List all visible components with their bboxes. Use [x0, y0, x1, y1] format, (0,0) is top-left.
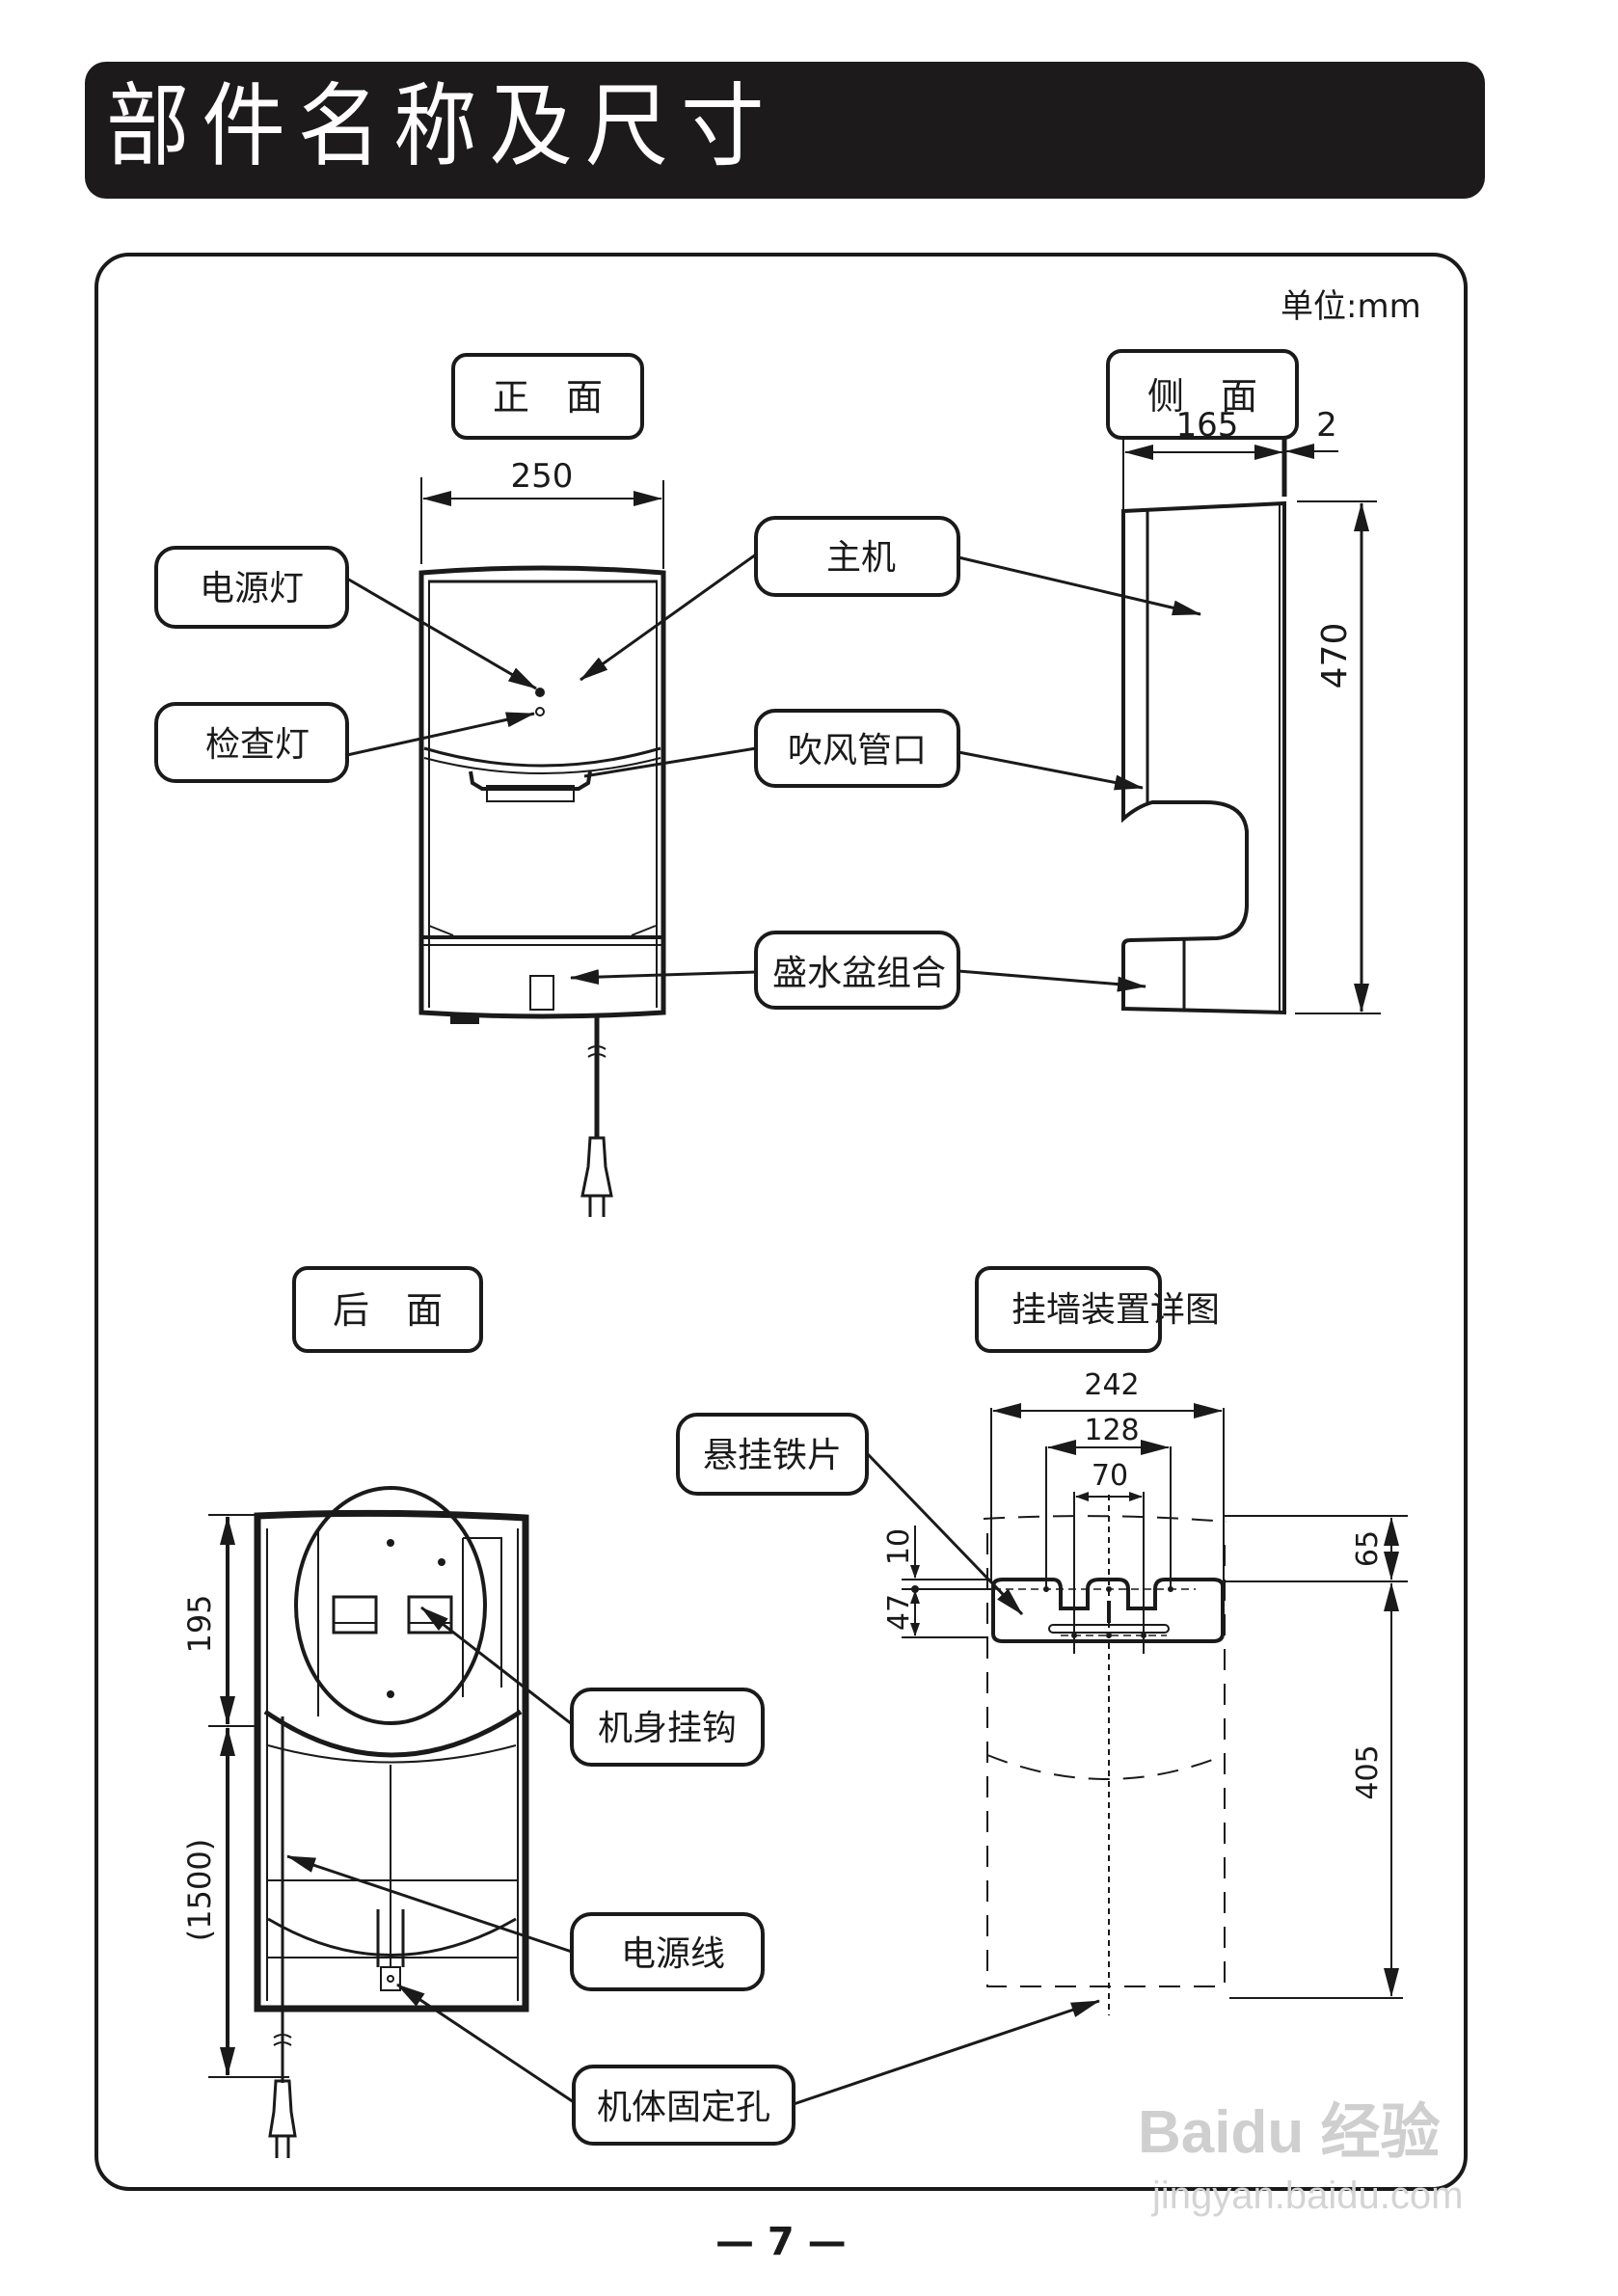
callout-power-light [154, 546, 349, 629]
power-light-dot [535, 688, 545, 697]
callout-power-light-label: 电源灯 [200, 569, 304, 608]
hanging-bracket [991, 1578, 1225, 1643]
callout-water-tray [754, 931, 960, 1010]
callout-blower-outlet-label: 吹风管口 [788, 731, 927, 770]
fan-disc [294, 1486, 487, 1725]
back-body-outline [254, 1509, 529, 2012]
blower-outlet [469, 770, 592, 791]
front-title-box [451, 353, 644, 440]
callout-fixing-hole [572, 2065, 796, 2146]
wall-mount-title: 挂墙装置详图 [1011, 1290, 1220, 1330]
back-title-box [292, 1266, 483, 1353]
back-cord-dim: (1500) [181, 1839, 218, 1941]
wall-bracket-height-dim: 47 [882, 1594, 916, 1631]
callout-check-light [154, 702, 349, 783]
title-bar [85, 62, 1485, 199]
callout-main-unit [754, 516, 960, 597]
back-view: 后 面 [181, 1266, 1100, 2158]
watermark-url: jingyan.baidu.com [1152, 2174, 1464, 2217]
side-depth-dim: 165 [1176, 406, 1239, 445]
back-upper-dim: 195 [181, 1594, 218, 1653]
front-title: 正 面 [493, 376, 603, 419]
wall-mount-title-box [975, 1266, 1162, 1353]
side-gap-dim: 2 [1316, 406, 1337, 445]
watermark-brand: Baidu 经验 [1138, 2099, 1441, 2166]
callout-check-light-label: 检查灯 [205, 725, 310, 765]
wall-inner-dim: 128 [1084, 1414, 1139, 1447]
unit-outline-dashed [986, 1533, 1226, 1987]
wall-top-to-bracket-dim: 65 [1351, 1530, 1385, 1567]
wall-mount-view: 挂墙装置详图 242 128 70 [676, 1266, 1408, 2015]
front-body-outline [418, 565, 666, 1019]
callout-water-tray-label: 盛水盆组合 [772, 954, 946, 993]
callout-fixing-hole-label: 机体固定孔 [597, 2088, 770, 2127]
callout-body-hook [570, 1688, 765, 1767]
page-number: — 7 — [715, 2220, 847, 2264]
wall-center-dim: 70 [1092, 1459, 1128, 1493]
unit-label: 单位:mm [1281, 287, 1421, 326]
fixing-hole [387, 1975, 394, 1983]
wall-bracket-to-hole-dim: 405 [1351, 1744, 1385, 1799]
side-view: 侧 面 165 2 470 [1106, 349, 1381, 1015]
diagram-frame [94, 253, 1468, 2191]
side-height-dim: 470 [1315, 623, 1355, 689]
callout-body-hook-label: 机身挂钩 [598, 1709, 737, 1748]
check-light-dot [535, 707, 545, 716]
page-title: 部件名称及尺寸 [106, 74, 777, 179]
back-title: 后 面 [333, 1289, 443, 1332]
body-hook-slot [407, 1595, 453, 1634]
side-title-box [1106, 349, 1299, 440]
callout-main-unit-label: 主机 [826, 538, 896, 578]
side-title: 侧 面 [1147, 375, 1257, 418]
wall-top-offset-dim: 10 [882, 1528, 916, 1565]
callout-power-cord-label: 电源线 [621, 1934, 725, 1974]
back-plug [268, 2079, 297, 2138]
front-view: 正 面 250 电源灯 [154, 353, 1201, 1217]
front-width-dim: 250 [511, 457, 574, 496]
side-body-outline [1121, 500, 1286, 1015]
wall-width-dim: 242 [1084, 1368, 1139, 1402]
front-plug [580, 1136, 613, 1198]
callout-hanging-plate-label: 悬挂铁片 [703, 1436, 842, 1475]
water-tray-tab [529, 975, 554, 1011]
